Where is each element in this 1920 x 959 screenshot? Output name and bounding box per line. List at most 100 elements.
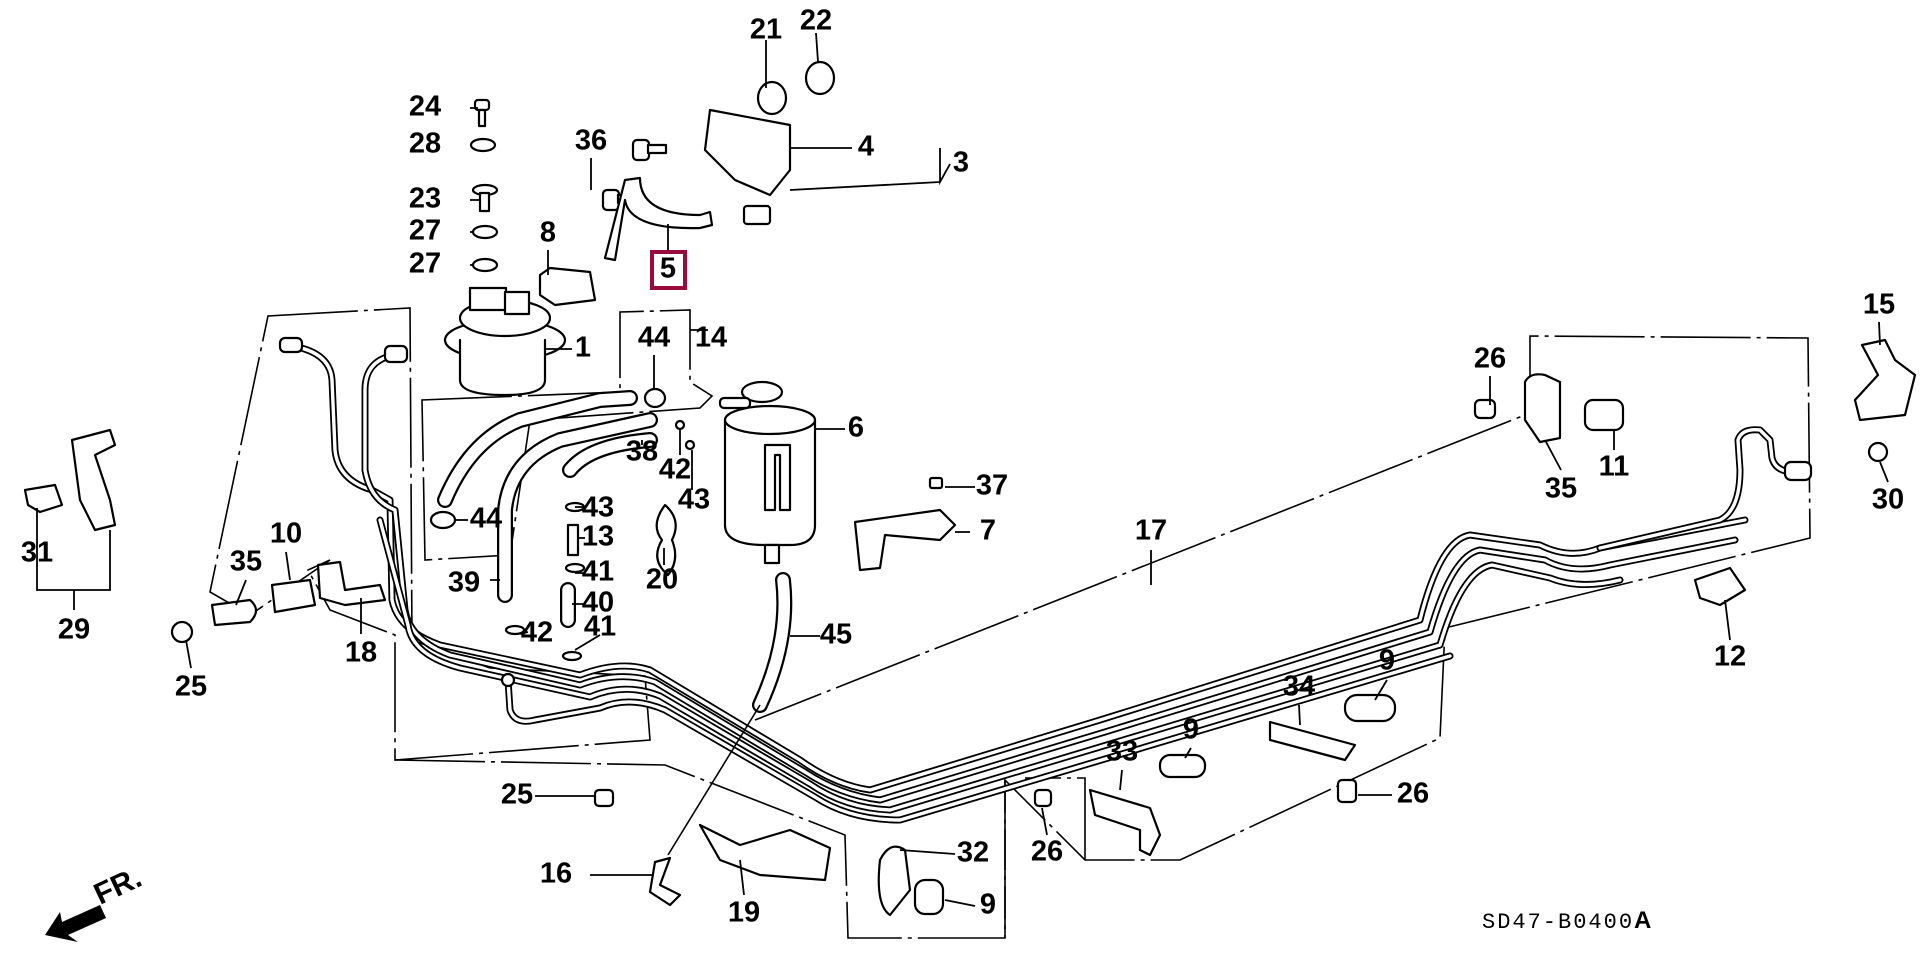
callout-part-40: 40 bbox=[582, 587, 614, 619]
callout-part-27: 27 bbox=[409, 215, 441, 247]
callout-part-41: 41 bbox=[582, 556, 614, 588]
leader-lines bbox=[36, 32, 1889, 907]
callout-part-37: 37 bbox=[976, 470, 1008, 502]
connector-13 bbox=[566, 523, 580, 557]
callout-part-21: 21 bbox=[750, 14, 782, 46]
highlighted-part-box[interactable] bbox=[650, 250, 687, 290]
callout-part-43: 43 bbox=[678, 484, 710, 516]
group-outlines bbox=[209, 307, 1811, 939]
clamp-35 bbox=[1523, 373, 1562, 444]
callout-part-15: 15 bbox=[1863, 289, 1895, 321]
bolt-25 bbox=[593, 788, 615, 808]
filter-body-1 bbox=[443, 286, 567, 397]
callout-part-38: 38 bbox=[626, 436, 658, 468]
hoses bbox=[437, 390, 793, 856]
bracket-4 bbox=[703, 108, 792, 197]
band-5 bbox=[603, 176, 714, 262]
callout-part-18: 18 bbox=[345, 637, 377, 669]
left-parts bbox=[23, 428, 387, 644]
callout-part-33: 33 bbox=[1106, 736, 1138, 768]
clip-31 bbox=[23, 483, 64, 514]
joint-16 bbox=[648, 856, 682, 907]
group-outline-main-pipe bbox=[394, 335, 1811, 939]
callout-part-20: 20 bbox=[646, 564, 678, 596]
bolt-26 bbox=[1473, 398, 1497, 420]
bolt-25 bbox=[170, 620, 194, 644]
clamp-8 bbox=[538, 266, 597, 307]
callout-part-7: 7 bbox=[980, 515, 996, 547]
callout-part-24: 24 bbox=[409, 91, 441, 123]
clamp-33 bbox=[1088, 788, 1162, 857]
clip-41 bbox=[561, 650, 583, 662]
callout-part-9: 9 bbox=[1183, 714, 1199, 746]
grommet-9 bbox=[1343, 693, 1397, 723]
callout-part-30: 30 bbox=[1872, 484, 1904, 516]
callout-part-17: 17 bbox=[1135, 515, 1167, 547]
callout-part-45: 45 bbox=[820, 619, 852, 651]
clamp-44 bbox=[429, 510, 457, 530]
front-direction-indicator: FR. bbox=[45, 861, 147, 942]
bracket-19 bbox=[698, 823, 832, 882]
callout-part-29: 29 bbox=[58, 614, 90, 646]
callout-part-9: 9 bbox=[1379, 645, 1395, 677]
callout-part-8: 8 bbox=[540, 217, 556, 249]
callout-part-35: 35 bbox=[1545, 473, 1577, 505]
bracket-7 bbox=[853, 508, 957, 572]
callout-part-41: 41 bbox=[584, 611, 616, 643]
right-parts bbox=[1473, 338, 1917, 607]
callout-part-12: 12 bbox=[1714, 641, 1746, 673]
callout-part-16: 16 bbox=[540, 858, 572, 890]
small-parts bbox=[429, 387, 696, 662]
callout-part-10: 10 bbox=[270, 518, 302, 550]
callout-part-34: 34 bbox=[1283, 671, 1315, 703]
grommet-9 bbox=[913, 878, 945, 916]
callout-part-32: 32 bbox=[957, 837, 989, 869]
callout-part-26: 26 bbox=[1031, 836, 1063, 868]
callout-part-5[interactable]: 5 bbox=[660, 253, 676, 285]
bolt-26 bbox=[1033, 788, 1053, 808]
callout-part-11: 11 bbox=[1599, 451, 1630, 483]
callout-part-26: 26 bbox=[1397, 778, 1429, 810]
clamp-35 bbox=[210, 598, 258, 627]
callout-part-36: 36 bbox=[575, 125, 607, 157]
clip-42 bbox=[674, 419, 686, 431]
pipe-end-fitting bbox=[383, 344, 409, 364]
clamp-34 bbox=[1268, 720, 1357, 762]
pipe-fitting bbox=[1783, 460, 1813, 482]
callout-part-27: 27 bbox=[409, 248, 441, 280]
callout-part-26: 26 bbox=[1474, 343, 1506, 375]
top-fasteners bbox=[469, 60, 836, 273]
callout-part-1: 1 bbox=[575, 332, 591, 364]
front-label: FR. bbox=[89, 861, 147, 911]
front-arrow-icon bbox=[45, 905, 106, 942]
pipe-end-fitting bbox=[278, 336, 304, 354]
callout-part-25: 25 bbox=[501, 779, 533, 811]
group-outline-filter-hoses bbox=[421, 309, 714, 561]
drawing-code-suffix: A bbox=[1634, 907, 1653, 934]
callout-part-22: 22 bbox=[800, 5, 832, 37]
callout-part-39: 39 bbox=[448, 567, 480, 599]
callout-part-4: 4 bbox=[858, 131, 874, 163]
bracket-29 bbox=[70, 428, 117, 532]
clamp-32 bbox=[877, 845, 912, 917]
callout-part-23: 23 bbox=[409, 183, 441, 215]
clip-20 bbox=[655, 503, 677, 577]
callout-part-31: 31 bbox=[21, 537, 53, 569]
fuel-pipe-17 bbox=[278, 336, 1813, 824]
clip-41 bbox=[564, 562, 586, 574]
clip-42 bbox=[504, 624, 526, 636]
drawing-code: SD47-B0400A bbox=[1482, 907, 1653, 935]
callout-part-9: 9 bbox=[980, 889, 996, 921]
callout-part-35: 35 bbox=[230, 546, 262, 578]
bolt-37 bbox=[928, 476, 944, 490]
callout-part-43: 43 bbox=[582, 492, 614, 524]
bracket-18 bbox=[316, 560, 387, 607]
callout-part-19: 19 bbox=[728, 897, 760, 929]
clamp-44 bbox=[643, 387, 667, 409]
callout-part-3: 3 bbox=[953, 147, 969, 179]
callout-part-13: 13 bbox=[582, 521, 614, 553]
callout-part-42: 42 bbox=[659, 454, 691, 486]
pipe-end-cap bbox=[500, 672, 516, 688]
